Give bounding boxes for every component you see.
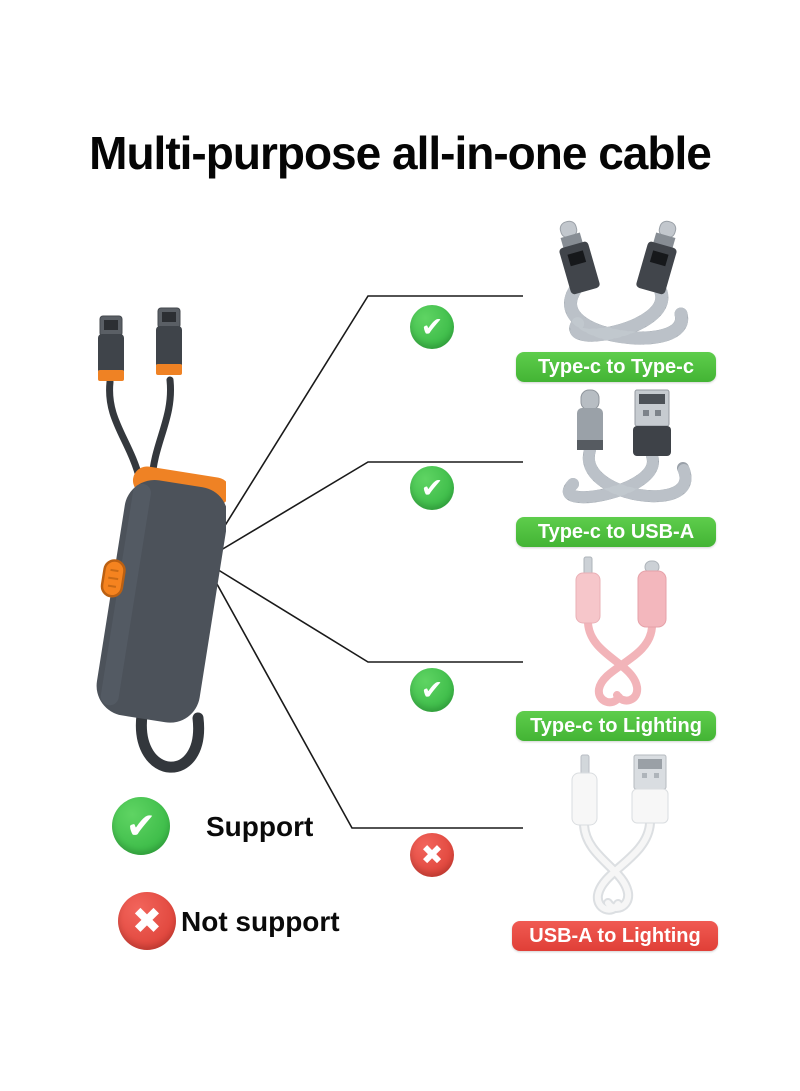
product-body	[96, 466, 226, 723]
retractable-cable-product-image	[96, 307, 226, 773]
type-c-connector-left	[559, 220, 600, 295]
type-c-to-usb-a-cable-image	[563, 389, 692, 504]
line-to-row4	[206, 565, 523, 829]
cable-label-usb-a-to-lighting: USB-A to Lighting	[512, 921, 718, 951]
braided-cable	[563, 444, 692, 504]
product-right-connector	[156, 307, 182, 375]
usb-a-to-lightning-cable-image	[571, 754, 669, 915]
check-glyph: ✔	[125, 805, 157, 846]
usb-a-connector	[633, 389, 671, 456]
lightning-connector	[571, 754, 598, 826]
not-support-x-icon: ✖	[410, 833, 454, 877]
cable-label-type-c-to-type-c: Type-c to Type-c	[516, 352, 716, 382]
product-cables	[106, 376, 175, 484]
legend-not-support-label: Not support	[181, 906, 340, 937]
usb-a-connector	[631, 754, 669, 824]
legend-support-label: Support	[206, 811, 314, 842]
check-glyph: ✔	[420, 472, 444, 503]
type-c-to-lightning-cable-image	[575, 556, 667, 707]
product-slider-button	[100, 559, 126, 598]
white-cables	[579, 818, 655, 915]
legend-support-icon: ✔	[112, 797, 170, 855]
type-c-connector-right	[636, 220, 677, 295]
check-glyph: ✔	[420, 311, 444, 342]
page-title: Multi-purpose all-in-one cable	[89, 127, 712, 179]
line-to-row1	[205, 295, 523, 557]
line-group	[205, 295, 523, 829]
support-check-icon: ✔	[410, 668, 454, 712]
lightning-connector	[575, 556, 601, 624]
type-c-connector	[637, 560, 667, 628]
cable-label-type-c-to-lighting: Type-c to Lighting	[516, 711, 716, 741]
product-bottom-loop	[135, 709, 205, 773]
type-c-to-type-c-cable-image	[559, 220, 688, 345]
product-left-connector	[98, 315, 124, 381]
support-check-icon: ✔	[410, 305, 454, 349]
support-check-icon: ✔	[410, 466, 454, 510]
cable-label-type-c-to-usb-a: Type-c to USB-A	[516, 517, 716, 547]
legend-not-support-icon: ✖	[118, 892, 176, 950]
line-to-row2	[205, 461, 523, 560]
check-glyph: ✔	[420, 674, 444, 705]
cross-glyph: ✖	[420, 839, 444, 870]
cross-glyph: ✖	[131, 900, 163, 941]
pink-cables	[584, 619, 656, 707]
braided-cable	[564, 283, 688, 345]
type-c-connector	[577, 389, 603, 450]
line-to-row3	[206, 562, 523, 663]
